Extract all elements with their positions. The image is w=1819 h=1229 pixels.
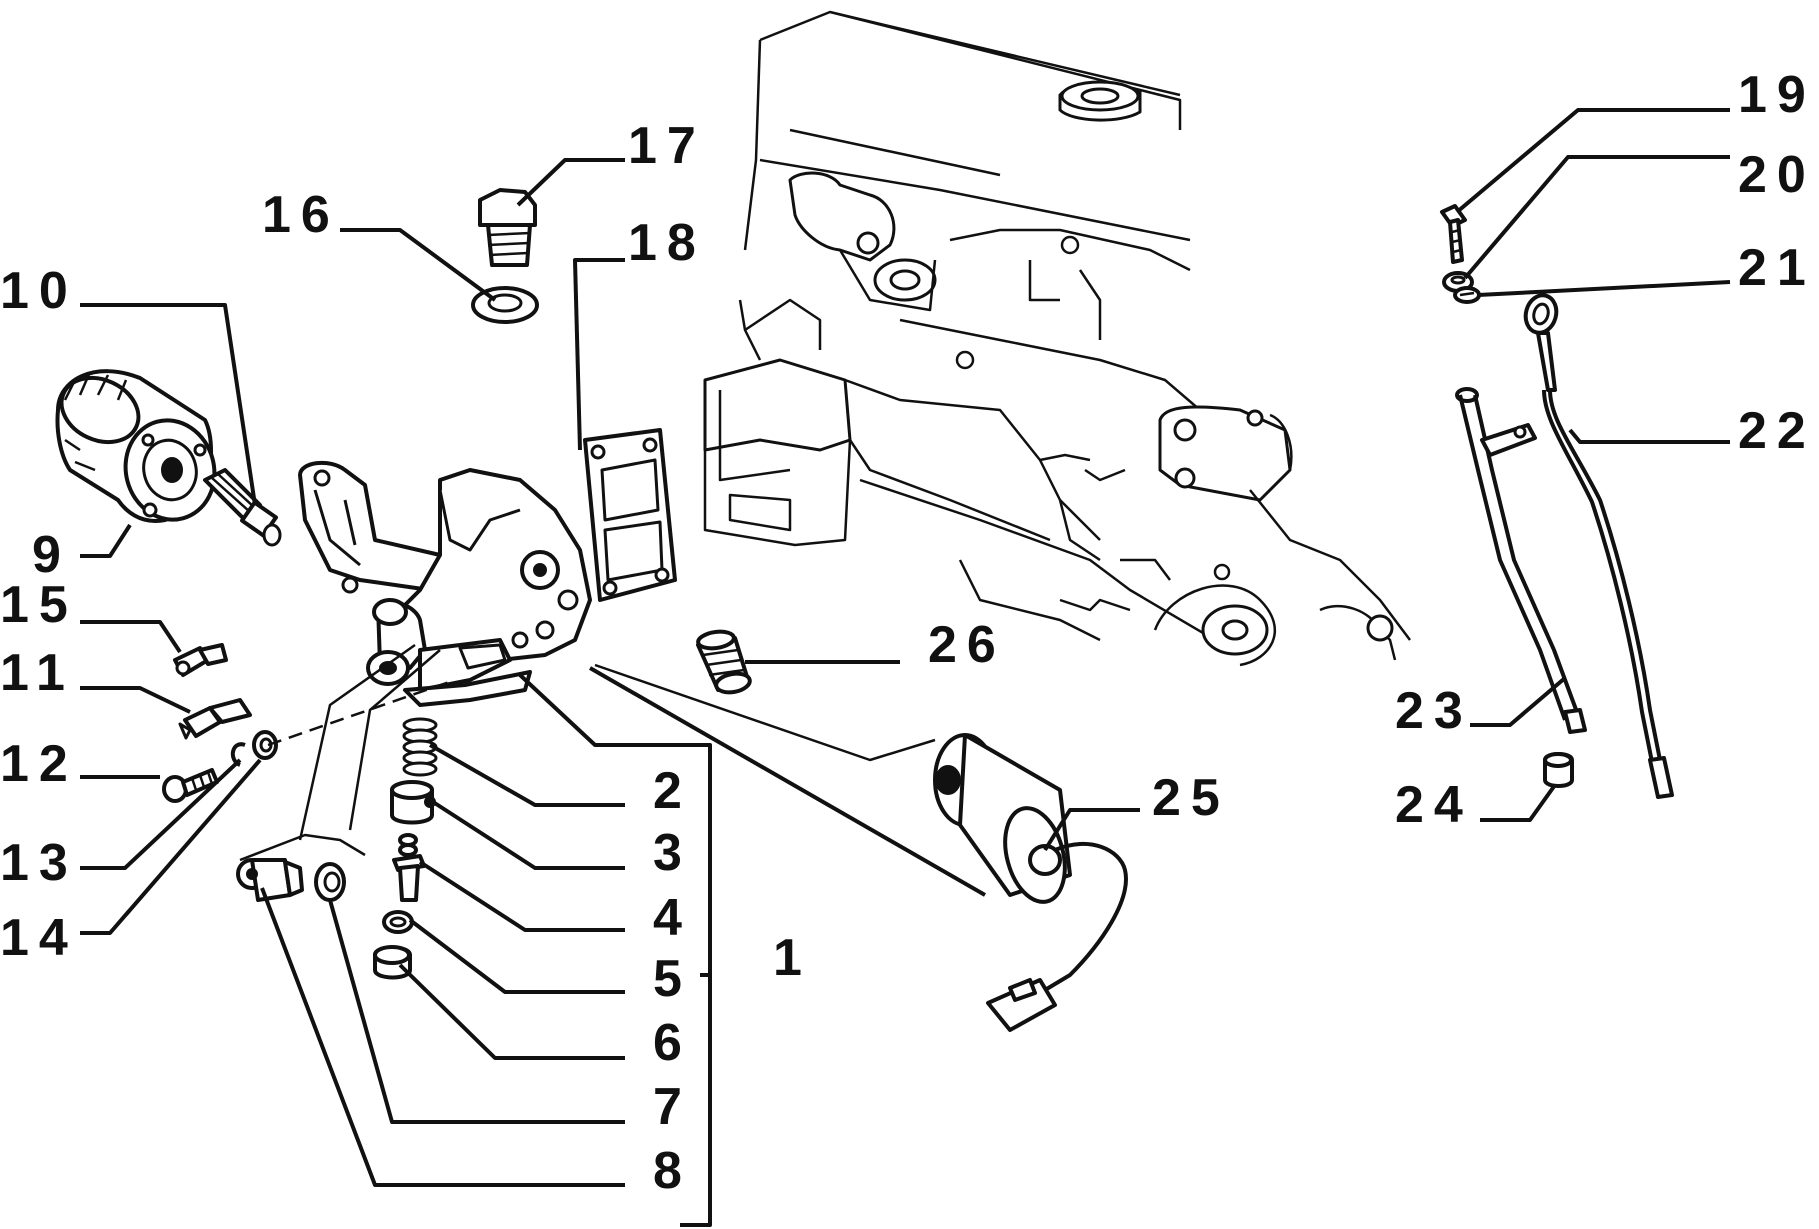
gasket <box>583 428 677 602</box>
dipstick-guide-tube <box>1455 387 1587 734</box>
o-ring <box>252 730 278 760</box>
oil-level-sensor <box>933 733 1128 1032</box>
label-part-10: 10 <box>0 262 78 320</box>
label-part-18: 18 <box>628 214 706 272</box>
relief-valve-pin <box>392 833 426 902</box>
oil-dipstick <box>1523 293 1674 799</box>
relief-valve-seal <box>382 910 414 934</box>
label-part-11: 11 <box>0 644 75 702</box>
leader-lines <box>80 108 1731 1227</box>
label-part-26: 26 <box>928 616 1006 674</box>
drain-plug <box>478 188 537 267</box>
label-part-4: 4 <box>653 889 692 947</box>
engine-block-background <box>703 10 1411 667</box>
label-part-25: 25 <box>1152 769 1230 827</box>
label-part-14: 14 <box>0 909 78 967</box>
relief-valve-spring <box>402 717 438 777</box>
label-part-23: 23 <box>1395 682 1473 740</box>
label-part-24: 24 <box>1395 776 1473 834</box>
dipstick-bolt <box>1440 204 1467 264</box>
support-bolt <box>162 768 219 803</box>
fitting-washer <box>314 862 346 902</box>
label-part-12: 12 <box>0 735 78 793</box>
temperature-sensor <box>173 643 228 677</box>
label-part-16: 16 <box>262 186 340 244</box>
part-number-labels: 17 16 18 10 9 15 11 12 13 14 2 3 4 5 6 7… <box>0 66 1816 1200</box>
pressure-switch <box>178 698 252 740</box>
label-part-2: 2 <box>653 762 692 820</box>
oil-filter-nipple <box>203 468 282 547</box>
label-part-5: 5 <box>653 950 692 1008</box>
label-part-8: 8 <box>653 1142 692 1200</box>
rubber-cap <box>696 629 752 695</box>
label-part-15: 15 <box>0 576 78 634</box>
label-part-3: 3 <box>653 824 692 882</box>
dipstick-spring-washer <box>1453 286 1481 304</box>
label-part-21: 21 <box>1738 239 1816 297</box>
oil-filter-support <box>298 460 592 707</box>
label-part-17: 17 <box>628 117 706 175</box>
label-part-6: 6 <box>653 1014 692 1072</box>
relief-valve-piston <box>390 780 436 825</box>
tube-grommet <box>1543 752 1574 788</box>
relief-valve-cap <box>373 945 412 980</box>
label-part-20: 20 <box>1738 146 1816 204</box>
label-part-19: 19 <box>1738 66 1816 124</box>
oil-filter <box>55 369 217 523</box>
label-part-1: 1 <box>773 929 812 987</box>
label-part-7: 7 <box>653 1078 692 1136</box>
union-fitting <box>236 858 304 902</box>
label-part-9: 9 <box>32 526 71 584</box>
label-part-13: 13 <box>0 834 78 892</box>
label-part-22: 22 <box>1738 402 1816 460</box>
